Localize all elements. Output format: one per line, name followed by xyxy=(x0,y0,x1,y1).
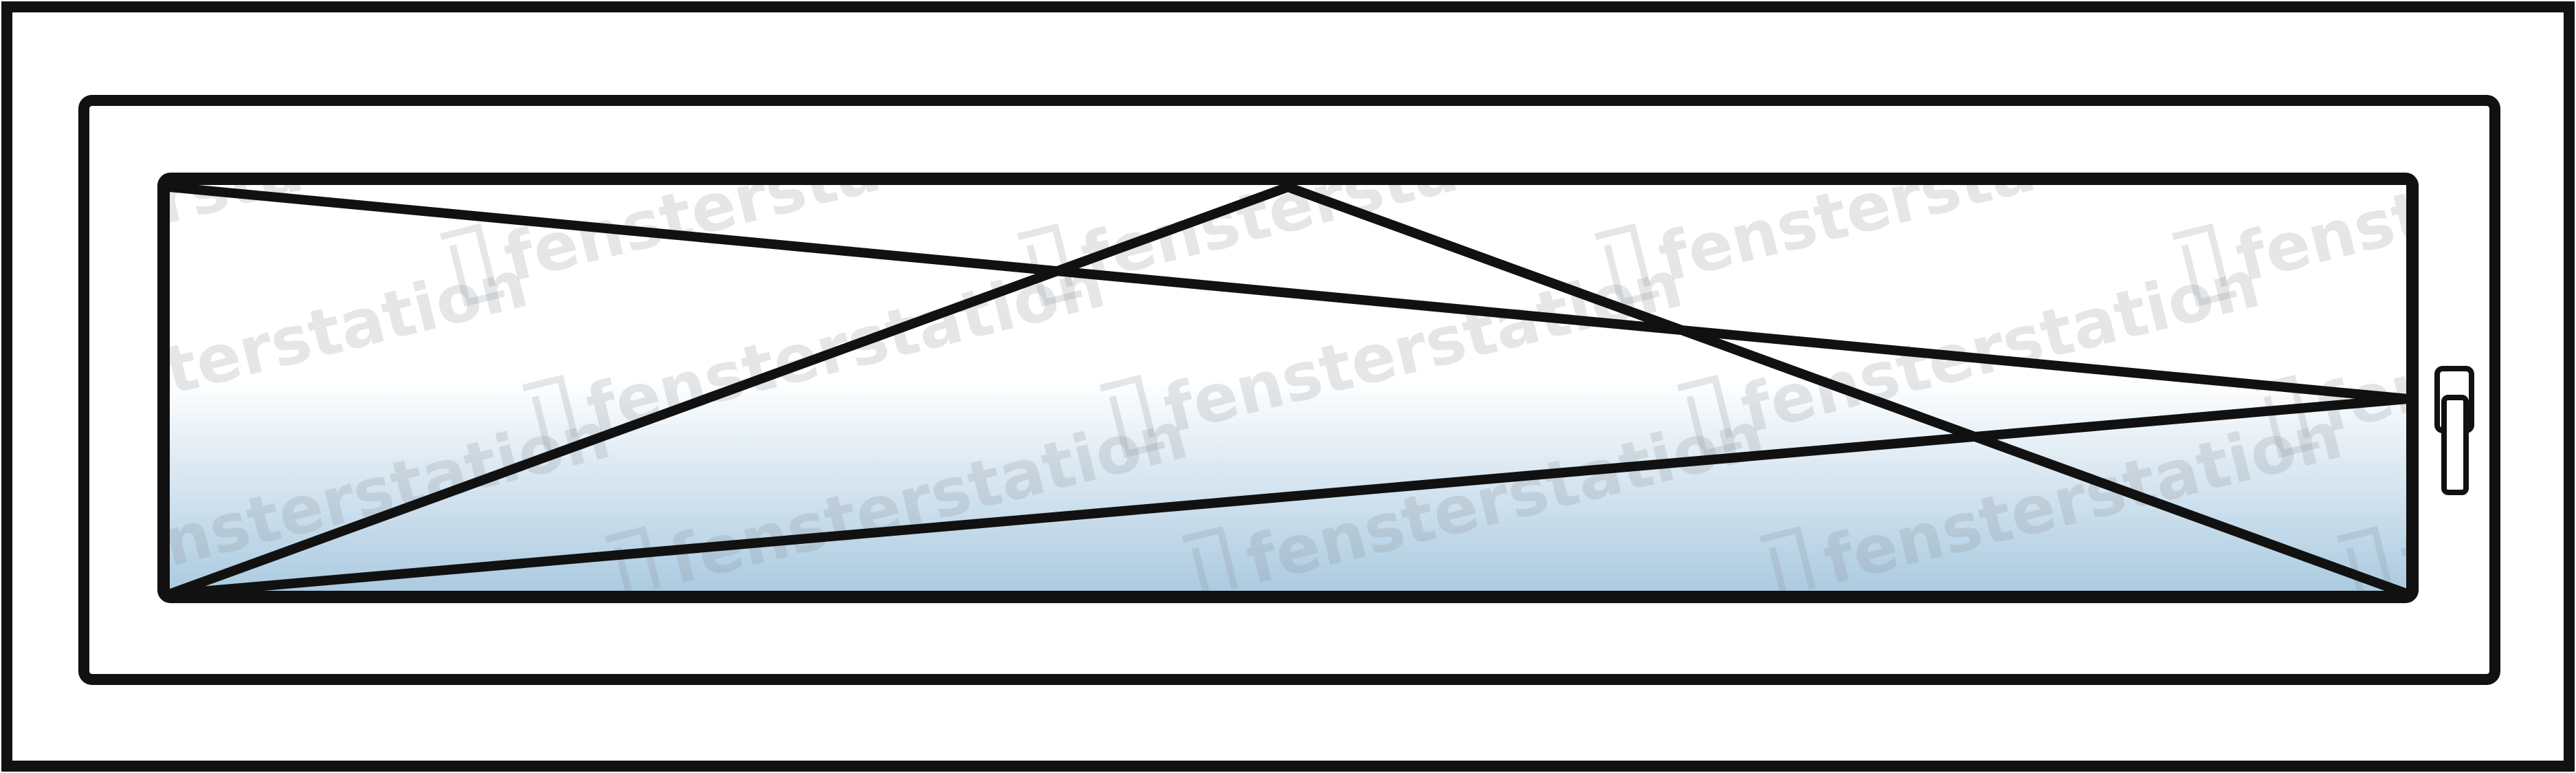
fensterstation-logo-icon xyxy=(1594,223,1660,307)
turn-opening-lines xyxy=(168,182,2413,599)
fensterstation-logo-icon xyxy=(1676,374,1742,458)
glass-pane xyxy=(164,179,2412,597)
fensterstation-logo-icon xyxy=(439,223,505,307)
fensterstation-logo-icon xyxy=(1181,525,1247,597)
sash-frame xyxy=(157,173,2419,603)
fensterstation-logo-icon xyxy=(2171,223,2237,307)
fensterstation-logo-icon xyxy=(2336,525,2402,597)
fensterstation-logo-icon xyxy=(1099,374,1165,458)
tilt-opening-lines xyxy=(167,182,2410,599)
fensterstation-logo-icon xyxy=(1759,525,1825,597)
fensterstation-logo-icon xyxy=(604,525,670,597)
window-handle-icon xyxy=(2434,366,2474,495)
